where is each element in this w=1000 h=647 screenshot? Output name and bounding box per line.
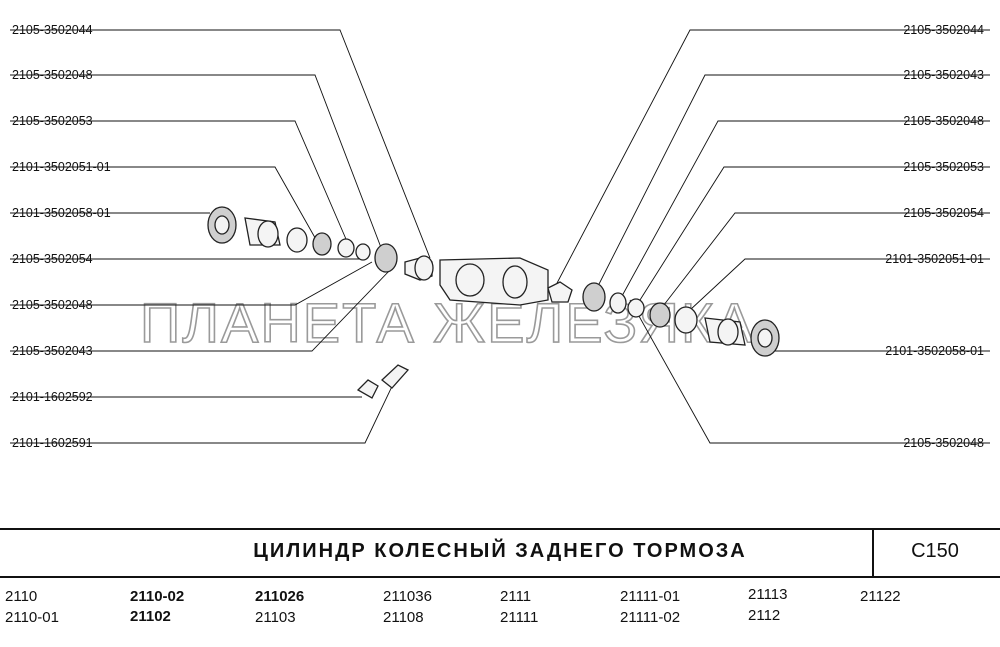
right-leaders: [555, 29, 990, 444]
watermark: ПЛАНЕТА ЖЕЛЕЗЯКА: [140, 291, 755, 354]
part-label: 2105-3502044: [903, 23, 984, 37]
part-label: 2105-3502054: [12, 252, 93, 266]
right-label-group: 2105-3502044 2105-3502043 2105-3502048 2…: [885, 23, 984, 450]
model-item: 21103: [255, 609, 296, 626]
cup-left: [286, 227, 308, 253]
model-item: 21111-01: [620, 588, 681, 605]
model-item: 2110: [5, 588, 38, 605]
cap-bleeder: [356, 379, 379, 399]
left-parts: [207, 206, 434, 281]
spring-right: [627, 298, 645, 318]
part-label: 2105-3502043: [12, 344, 93, 358]
model-item: 2110-01: [5, 609, 59, 626]
cup-right: [674, 306, 698, 334]
part-label: 2101-1602592: [12, 390, 93, 404]
left-leaders: [10, 29, 431, 444]
model-item: 21113: [748, 586, 788, 603]
model-item: 21111: [500, 609, 539, 626]
page-code: С150: [911, 540, 959, 562]
part-label: 2105-3502053: [12, 114, 93, 128]
model-item: 21122: [860, 588, 901, 605]
part-label: 2101-3502051-01: [12, 160, 111, 174]
bleeder-parts: [356, 364, 410, 399]
divider: [0, 576, 1000, 578]
model-item: 211036: [383, 588, 432, 605]
part-label: 2101-3502058-01: [12, 206, 111, 220]
part-label: 2101-1602591: [12, 436, 93, 450]
part-label: 2105-3502043: [903, 68, 984, 82]
divider: [872, 528, 874, 578]
part-label: 2105-3502048: [903, 436, 984, 450]
part-label: 2105-3502048: [12, 298, 93, 312]
part-label: 2101-3502051-01: [885, 252, 984, 266]
part-label: 2105-3502048: [903, 114, 984, 128]
cylinder-body: [439, 257, 549, 306]
bleeder-screw: [381, 364, 410, 389]
model-item: 2111: [500, 588, 532, 605]
model-item: 21102: [130, 608, 171, 625]
part-label: 2105-3502054: [903, 206, 984, 220]
stop-right: [547, 281, 573, 303]
part-label: 2105-3502053: [903, 160, 984, 174]
right-parts: [547, 281, 780, 357]
left-label-group: 2105-3502044 2105-3502048 2105-3502053 2…: [12, 23, 111, 450]
model-item: 21111-02: [620, 609, 681, 626]
model-item: 21108: [383, 609, 424, 626]
divider: [0, 528, 1000, 530]
model-item: 2110-02: [130, 588, 185, 605]
model-item: 211026: [255, 588, 305, 605]
part-label: 2101-3502058-01: [885, 344, 984, 358]
part-label: 2105-3502044: [12, 23, 93, 37]
model-item: 2112: [748, 607, 781, 624]
part-label: 2105-3502048: [12, 68, 93, 82]
spring-left: [337, 238, 355, 258]
ring-left: [374, 243, 398, 273]
ring-right: [582, 282, 606, 312]
page-title: ЦИЛИНДР КОЛЕСНЫЙ ЗАДНЕГО ТОРМОЗА: [253, 540, 747, 562]
